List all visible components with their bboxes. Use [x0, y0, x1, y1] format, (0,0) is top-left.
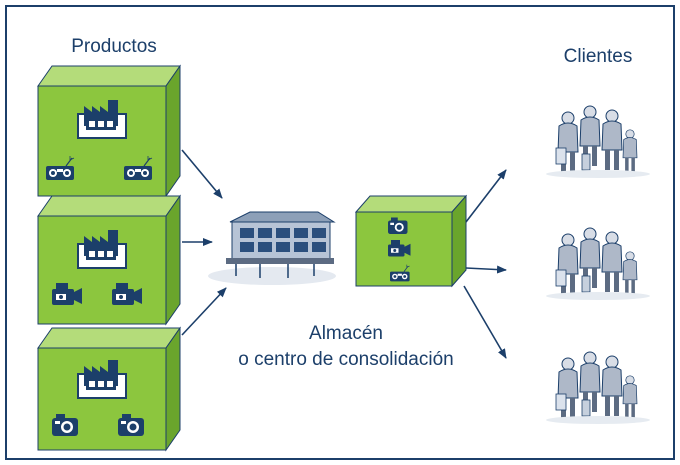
clients-label: Clientes — [564, 46, 633, 67]
client-group — [546, 106, 650, 178]
warehouse-label-line1: Almacén — [309, 323, 383, 344]
product-box-photo-cameras — [37, 326, 181, 452]
flow-arrow — [465, 265, 507, 274]
flow-arrow — [181, 287, 227, 336]
client-group — [546, 352, 650, 424]
client-group — [546, 228, 650, 300]
consolidated-box — [354, 194, 468, 288]
products-label: Productos — [71, 36, 157, 57]
warehouse-building — [208, 211, 336, 285]
flow-arrow — [463, 285, 507, 359]
product-box-video-cameras — [37, 194, 181, 326]
product-box-radios — [37, 64, 181, 198]
flow-arrow — [465, 169, 507, 223]
flow-arrow — [181, 149, 223, 199]
diagram-frame — [5, 5, 675, 460]
warehouse-label-line2: o centro de consolidación — [238, 349, 453, 370]
